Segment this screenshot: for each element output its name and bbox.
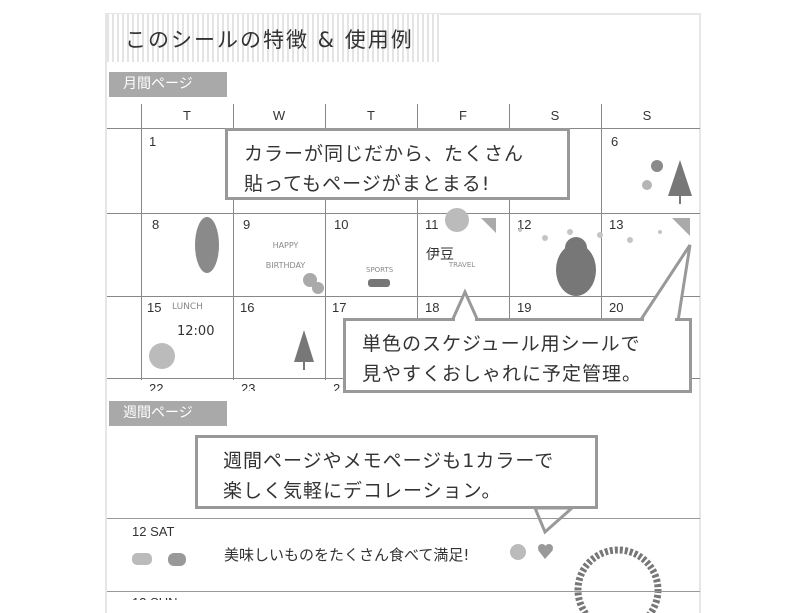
lunch-sticker: LUNCH (172, 302, 203, 312)
day-number: 17 (332, 300, 347, 315)
bear-icon (556, 237, 596, 296)
day-number: 6 (611, 134, 619, 149)
smile-bubble-icon (149, 208, 526, 560)
callout-weekly-decoration: 週間ページやメモページも1カラーで 楽しく気軽にデコレーション。 (195, 435, 598, 509)
title-band (107, 14, 440, 62)
travel-sticker: TRAVEL (448, 261, 476, 269)
happy-birthday-sticker: HAPPY BIRTHDAY (265, 241, 306, 270)
flag-icon (481, 218, 690, 236)
garland-icon (518, 228, 662, 243)
weekday-header: T (367, 108, 375, 123)
callout-schedule-stickers: 単色のスケジュール用シールで 見やすくおしゃれに予定管理。 (343, 318, 692, 393)
day-number: 13 (609, 217, 624, 232)
izu-note: 伊豆 (426, 247, 454, 263)
callout-line: 貼ってもページがまとまる! (244, 173, 491, 195)
callout-line: 週間ページやメモページも1カラーで (223, 450, 555, 472)
day-number: 20 (609, 300, 624, 315)
heart-icon (538, 544, 553, 559)
day-number: 22 (149, 381, 164, 391)
day-number: 10 (334, 217, 349, 232)
sports-sticker: SPORTS (366, 266, 394, 274)
callout-line: 単色のスケジュール用シールで (362, 333, 641, 355)
weekly-day-label: 13 SUN (132, 595, 178, 600)
callout-line: 見やすくおしゃれに予定管理。 (362, 363, 643, 385)
weekday-header: S (642, 108, 652, 123)
callout-line: カラーが同じだから、たくさん (244, 143, 525, 165)
day-number: 16 (240, 300, 255, 315)
day-number: 2 (333, 381, 341, 391)
callout-colors-unified: カラーが同じだから、たくさん 貼ってもページがまとまる! (225, 128, 570, 200)
weekly-label: 週間ページ (109, 401, 227, 426)
weekday-header: W (272, 108, 286, 123)
sticker-illustrations (132, 160, 692, 613)
tree-icon (668, 160, 692, 204)
dumbbell-icon (368, 279, 390, 287)
weekday-header: T (183, 108, 191, 123)
wreath-icon (574, 546, 662, 613)
weekly-day-label: 12 SAT (132, 524, 175, 539)
day-number: 23 (241, 381, 256, 391)
day-number: 8 (152, 217, 160, 232)
weekday-header: S (550, 108, 560, 123)
page-title: このシールの特徴 & 使用例 (125, 28, 414, 52)
flower-icon (642, 160, 663, 190)
day-number: 9 (243, 217, 251, 232)
cup-icon (132, 553, 152, 565)
weekly-day-note: 美味しいものをたくさん食べて満足! (224, 546, 470, 564)
bowl-icon (168, 553, 186, 566)
day-number: 11 (425, 217, 439, 232)
callout-line: 楽しく気軽にデコレーション。 (223, 480, 502, 502)
day-number: 15 (147, 300, 162, 315)
tree-icon (294, 330, 314, 370)
callout-tail-joins (0, 0, 800, 600)
bouquet-icon (195, 217, 219, 273)
weekday-header: F (459, 108, 467, 123)
balloon-icon (303, 273, 324, 294)
day-number: 19 (517, 300, 532, 315)
monthly-label: 月間ページ (109, 72, 227, 97)
lunch-time-note: 12:00 (177, 324, 215, 339)
day-number: 1 (149, 134, 157, 149)
day-number: 18 (425, 300, 440, 315)
